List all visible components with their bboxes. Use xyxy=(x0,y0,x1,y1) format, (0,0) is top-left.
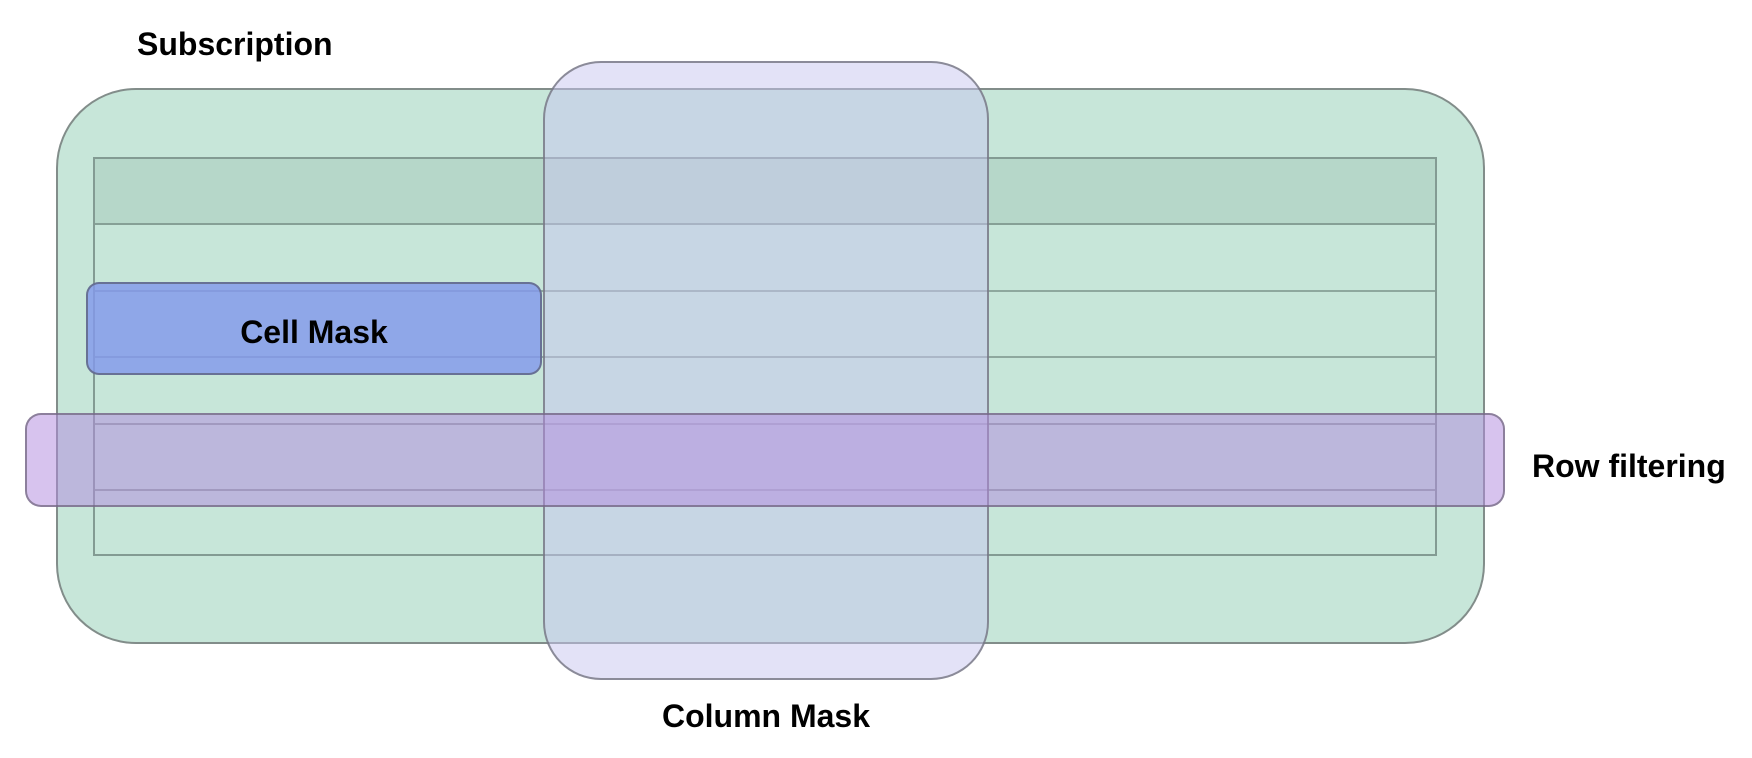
cell-mask-region: Cell Mask xyxy=(86,282,542,375)
row-filtering-label: Row filtering xyxy=(1532,448,1726,484)
cell-mask-label: Cell Mask xyxy=(240,314,388,350)
row-filtering-band xyxy=(25,413,1505,507)
column-mask-label: Column Mask xyxy=(661,698,871,734)
subscription-label: Subscription xyxy=(137,26,333,62)
column-mask-region xyxy=(543,61,989,680)
